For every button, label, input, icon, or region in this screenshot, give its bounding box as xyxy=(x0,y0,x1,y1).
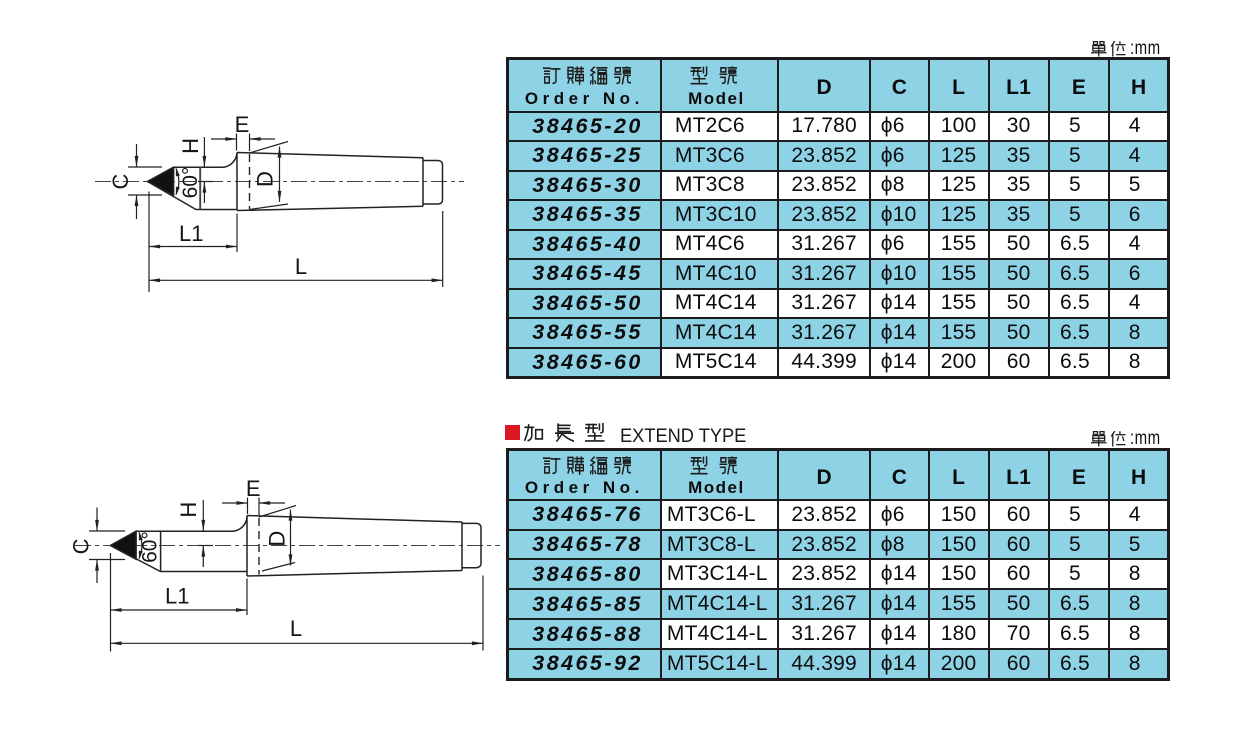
svg-text:H: H xyxy=(176,502,201,518)
svg-text:D: D xyxy=(253,171,278,187)
svg-text:L: L xyxy=(290,616,302,641)
svg-text:L: L xyxy=(295,254,307,279)
svg-text:E: E xyxy=(246,476,261,501)
svg-text:L1: L1 xyxy=(165,583,189,608)
svg-text:C: C xyxy=(69,538,94,554)
svg-text:D: D xyxy=(264,531,289,547)
svg-text:E: E xyxy=(235,112,250,137)
svg-text:L1: L1 xyxy=(179,221,203,246)
svg-text:60°: 60° xyxy=(139,531,162,563)
svg-text:C: C xyxy=(108,174,133,190)
svg-text:60°: 60° xyxy=(179,167,202,199)
svg-text:H: H xyxy=(178,138,203,154)
